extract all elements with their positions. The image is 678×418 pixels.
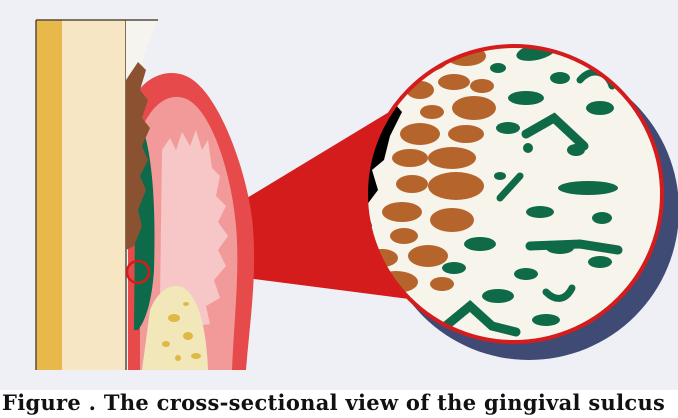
figure-caption: Figure . The cross-sectional view of the… <box>2 390 678 418</box>
gingival-sulcus-diagram <box>0 0 678 390</box>
